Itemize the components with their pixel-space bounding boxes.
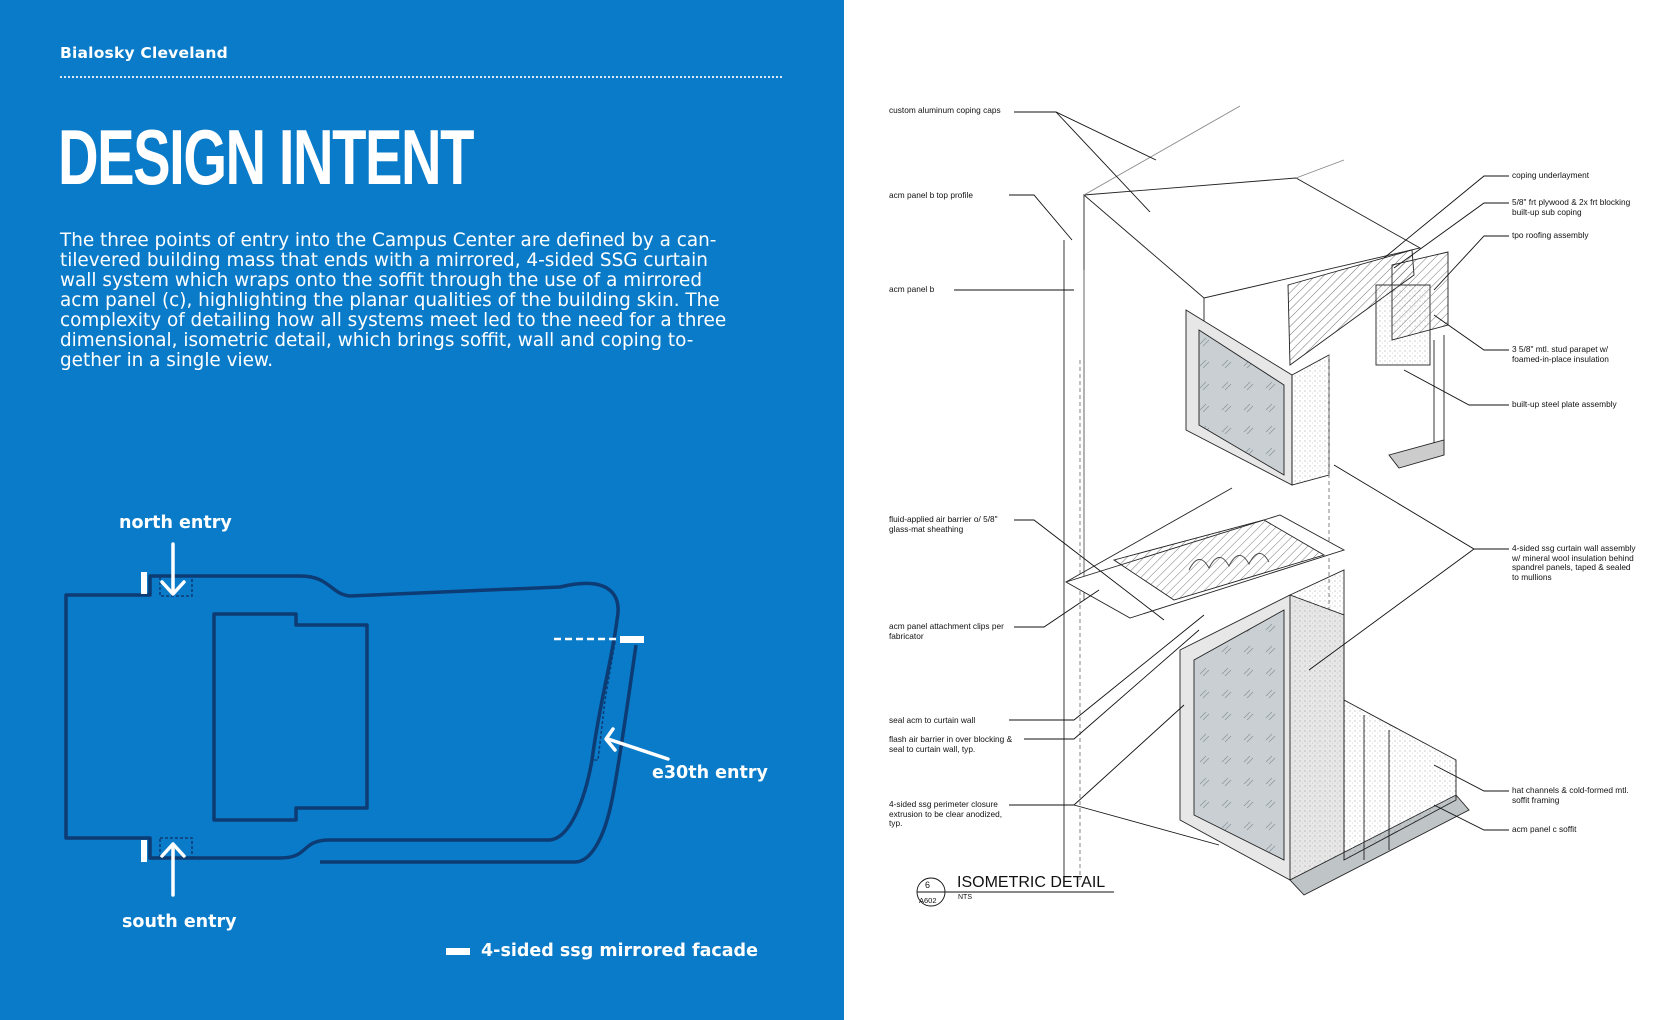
detail-scale: NTS	[958, 894, 972, 901]
note-flash-air-barrier: flash air barrier in over blocking & sea…	[889, 734, 1013, 754]
intro-line: gether in a single view.	[60, 350, 274, 371]
isometric-detail-drawing	[916, 105, 1509, 907]
east-entry-zone	[592, 641, 616, 761]
building-outline-inner	[320, 644, 638, 864]
intro-line: acm panel (c), highlighting the planar q…	[60, 290, 720, 311]
north-entry-zone	[159, 575, 193, 597]
intro-line: The three points of entry into the Campu…	[60, 230, 717, 251]
south-entry-label: south entry	[122, 912, 237, 932]
legend-swatch	[446, 948, 470, 955]
legend-label: 4-sided ssg mirrored facade	[481, 941, 758, 961]
dotted-divider	[60, 76, 782, 78]
note-seal-acm: seal acm to curtain wall	[889, 715, 976, 725]
isometric-detail-panel: custom aluminum coping caps acm panel b …	[844, 0, 1680, 1020]
intro-line: complexity of detailing how all systems …	[60, 310, 727, 331]
note-coping-caps: custom aluminum coping caps	[889, 105, 1001, 115]
design-intent-panel: Bialosky Cleveland DESIGN INTENT The thr…	[0, 0, 844, 1020]
intro-paragraph: The three points of entry into the Campu…	[60, 231, 800, 371]
east-entry-arrow	[604, 727, 670, 761]
note-panel-b: acm panel b	[889, 284, 935, 294]
note-attachment-clips: acm panel attachment clips per fabricato…	[889, 621, 1004, 641]
note-hat-channels: hat channels & cold-formed mtl. soffit f…	[1512, 785, 1629, 805]
note-plywood-blocking: 5/8" frt plywood & 2x frt blocking built…	[1512, 197, 1631, 217]
note-steel-plate: built-up steel plate assembly	[1512, 399, 1617, 409]
note-perimeter-closure: 4-sided ssg perimeter closure extrusion …	[889, 799, 1003, 828]
note-air-barrier: fluid-applied air barrier o/ 5/8" glass-…	[889, 514, 998, 534]
south-entry-zone	[159, 837, 193, 859]
intro-line: wall system which wraps onto the soffit …	[60, 270, 703, 291]
facade-marker-east	[620, 636, 644, 643]
south-entry-arrow	[160, 842, 186, 897]
note-tpo-roofing: tpo roofing assembly	[1512, 230, 1589, 240]
brand-name: Bialosky Cleveland	[60, 44, 228, 62]
east-entry-label: e30th entry	[652, 763, 768, 783]
note-acm-panel-c: acm panel c soffit	[1512, 824, 1577, 834]
facade-marker-north	[141, 572, 147, 594]
north-entry-arrow	[160, 542, 186, 596]
detail-ref-sheet: A602	[919, 896, 937, 905]
note-panel-b-top-profile: acm panel b top profile	[889, 190, 973, 200]
note-coping-underlayment: coping underlayment	[1512, 170, 1590, 180]
coping-top	[1082, 177, 1422, 299]
intro-line: dimensional, isometric detail, which bri…	[60, 330, 694, 351]
detail-title: ISOMETRIC DETAIL	[957, 874, 1106, 891]
building-outline	[64, 574, 620, 860]
north-entry-label: north entry	[119, 513, 232, 533]
note-stud-parapet: 3 5/8" mtl. stud parapet w/ foamed-in-pl…	[1512, 344, 1609, 364]
building-plan-diagram	[64, 542, 670, 897]
note-curtain-wall-assembly: 4-sided ssg curtain wall assembly w/ min…	[1512, 543, 1636, 582]
inner-block	[212, 612, 369, 822]
facade-marker-south	[141, 840, 147, 862]
intro-line: tilevered building mass that ends with a…	[60, 250, 708, 271]
detail-ref-number: 6	[925, 880, 931, 890]
page-title: DESIGN INTENT	[58, 113, 474, 201]
